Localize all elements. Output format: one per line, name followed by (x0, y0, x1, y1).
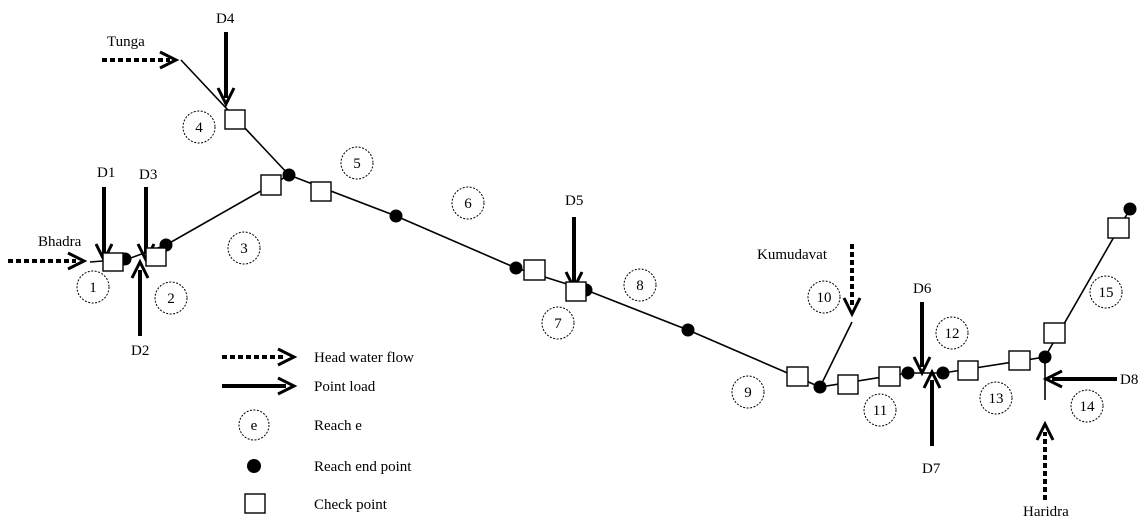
d1-arrow (94, 187, 114, 264)
reach-4: 4 (182, 110, 216, 144)
d8-arrow (1042, 369, 1117, 389)
reach-end-point (1123, 202, 1137, 216)
reach-number: 14 (1080, 399, 1096, 415)
haridra-label: Haridra (1023, 504, 1069, 520)
reach-15: 15 (1089, 275, 1123, 309)
reach-number: 3 (240, 241, 248, 257)
reach-7: 7 (541, 306, 575, 340)
reach-3: 3 (227, 231, 261, 265)
haridra-inflow-arrow (1035, 420, 1055, 500)
reach-end-point (1038, 350, 1052, 364)
reach-end-point (509, 261, 523, 275)
legend-check-point: Check point (244, 493, 388, 514)
reach-14: 14 (1070, 389, 1104, 423)
reach-1: 1 (76, 270, 110, 304)
reach-number: 7 (554, 316, 562, 332)
check-point (310, 181, 332, 202)
check-point (102, 252, 124, 272)
point-loads (94, 32, 1117, 446)
check-point (1043, 322, 1066, 344)
d6-arrow (912, 302, 932, 377)
reach-11: 11 (863, 393, 897, 427)
reach-number: 11 (873, 403, 887, 419)
text-labels: Tunga Bhadra Kumudavat Haridra D1 D2 D3 … (38, 11, 1138, 520)
d7-label: D7 (922, 461, 941, 477)
d5-arrow (564, 217, 584, 292)
reach-number: 1 (89, 280, 97, 296)
reach-number: 6 (464, 196, 472, 212)
tunga-label: Tunga (107, 34, 145, 50)
reach-13: 13 (979, 381, 1013, 415)
reach-5: 5 (340, 146, 374, 180)
d3-label: D3 (139, 167, 157, 183)
legend-head-water-flow: Head water flow (222, 347, 414, 367)
reach-10: 10 (807, 280, 841, 314)
check-point (1008, 350, 1031, 371)
check-point (837, 374, 859, 395)
kumudavat-label: Kumudavat (757, 247, 828, 263)
check-point (786, 366, 809, 387)
reach-number: 9 (744, 385, 752, 401)
tunga-inflow-arrow (102, 50, 180, 70)
reach-end-point (389, 209, 403, 223)
check-point (565, 281, 587, 302)
legend-point-load: Point load (222, 376, 376, 396)
reach-number: 12 (945, 326, 960, 342)
legend-reach-symbol: e (251, 418, 258, 434)
reach-12: 12 (935, 316, 969, 350)
legend-check-point-text: Check point (314, 497, 388, 513)
legend-reach-text: Reach e (314, 418, 362, 434)
check-point (957, 360, 979, 381)
check-point (1107, 217, 1130, 239)
check-points (102, 109, 1130, 395)
reach-number: 10 (817, 290, 832, 306)
legend: Head water flow Point load e Reach e Rea… (222, 347, 414, 514)
legend-head-water-flow-text: Head water flow (314, 350, 414, 366)
reach-9: 9 (731, 375, 765, 409)
d4-arrow (216, 32, 236, 108)
check-point (523, 259, 546, 281)
reach-labels: 1 2 3 4 5 6 7 8 (76, 110, 1123, 427)
d1-label: D1 (97, 165, 115, 181)
reach-end-point (282, 168, 296, 182)
check-point (878, 366, 901, 387)
reach-number: 13 (989, 391, 1004, 407)
legend-reach-end-point: Reach end point (247, 459, 412, 475)
reach-number: 15 (1099, 285, 1114, 301)
reach-number: 4 (195, 120, 203, 136)
check-point (224, 109, 246, 130)
check-point (145, 247, 167, 267)
kumudavat-inflow-arrow (842, 244, 862, 318)
reach-number: 5 (353, 156, 361, 172)
d5-label: D5 (565, 193, 583, 209)
reach-number: 2 (167, 291, 175, 307)
d2-arrow (130, 258, 150, 336)
reach-6: 6 (451, 186, 485, 220)
bhadra-label: Bhadra (38, 234, 82, 250)
reach-end-point (936, 366, 950, 380)
head-water-flows (8, 50, 1055, 500)
reach-end-point (901, 366, 915, 380)
d4-label: D4 (216, 11, 235, 27)
d6-label: D6 (913, 281, 932, 297)
legend-point-load-text: Point load (314, 379, 376, 395)
check-point (260, 174, 282, 196)
reach-2: 2 (154, 281, 188, 315)
river-main-channel (89, 59, 1131, 400)
kumudavat-channel (819, 321, 853, 388)
reach-number: 8 (636, 278, 644, 294)
d2-label: D2 (131, 343, 149, 359)
d8-label: D8 (1120, 372, 1138, 388)
reach-8: 8 (623, 268, 657, 302)
d7-arrow (922, 368, 942, 446)
main-channel (288, 174, 1131, 388)
bhadra-inflow-arrow (8, 251, 88, 271)
reach-end-point (681, 323, 695, 337)
reach-end-point (813, 380, 827, 394)
legend-reach: e Reach e (238, 409, 362, 441)
legend-reach-end-point-text: Reach end point (314, 459, 412, 475)
